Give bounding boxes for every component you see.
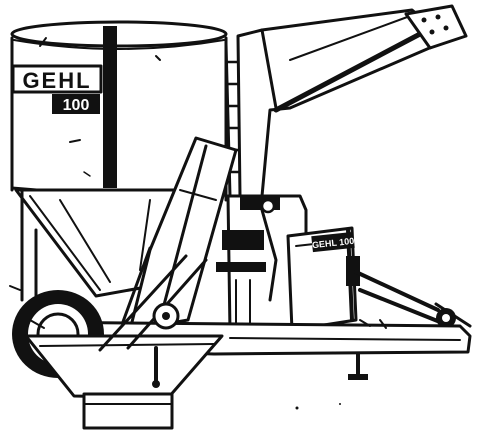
scan-specks — [83, 171, 341, 410]
model-number-badge: 100 — [52, 94, 100, 114]
gearbox-plate: GEHL 100 — [311, 231, 355, 253]
model-number: 100 — [63, 97, 90, 114]
gearbox: GEHL 100 — [286, 226, 360, 332]
feeder-apron — [24, 254, 224, 430]
gearbox-plate-text: GEHL 100 — [312, 236, 355, 250]
drive-housing — [216, 194, 308, 334]
brand-logo: GEHL — [11, 64, 103, 94]
brand-logo-text: GEHL — [22, 68, 91, 93]
pto-shaft — [354, 270, 472, 328]
discharge-auger — [236, 4, 468, 198]
